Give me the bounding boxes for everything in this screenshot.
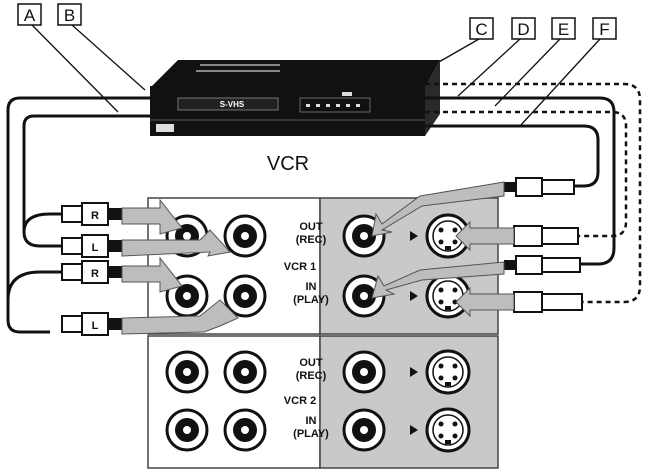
svg-text:IN: IN [306,415,317,427]
right-svideo-plug-bottom [513,291,583,313]
svg-text:(REC): (REC) [296,370,327,382]
right-plugs [504,177,583,313]
vcr1-group-label: VCR 1 [284,261,316,273]
plug-r-bottom: R [61,260,122,284]
svg-text:B: B [64,6,75,25]
svg-text:C: C [475,20,487,39]
plug-l-bottom: L [61,312,122,336]
callout-a: A [17,3,42,26]
svg-text:(PLAY): (PLAY) [293,428,329,440]
svg-text:L: L [92,242,99,254]
svg-text:(REC): (REC) [296,234,327,246]
vcr-label: VCR [267,153,309,175]
vcr-badge: S-VHS [220,100,245,109]
vcr-device: S-VHS [150,60,440,136]
plug-l-top: L [61,234,122,258]
right-rca-plug-bottom [504,255,581,275]
vcr2-group-label: VCR 2 [284,395,316,407]
callout-c: C [469,17,494,40]
vcr2-labels: OUT (REC) VCR 2 IN (PLAY) [284,357,329,440]
right-svideo-plug-top [513,225,579,247]
vcr1-labels: OUT (REC) VCR 1 IN (PLAY) [284,221,329,306]
arrow-markers [410,231,418,435]
svg-text:IN: IN [306,281,317,293]
svg-text:R: R [91,268,99,280]
svg-text:D: D [517,20,529,39]
right-rca-plug-top [504,177,575,197]
callout-e: E [551,17,576,40]
svg-text:A: A [24,6,36,25]
insertion-arrows [121,181,515,335]
callout-f: F [592,17,617,40]
svg-text:OUT: OUT [299,221,323,233]
svg-text:E: E [558,20,569,39]
svg-text:R: R [91,210,99,222]
svg-text:(PLAY): (PLAY) [293,294,329,306]
left-rca-plugs: R L R L [61,202,122,336]
svg-text:F: F [599,20,609,39]
plug-r-top: R [61,202,122,226]
svg-text:OUT: OUT [299,357,323,369]
cables-solid [6,96,616,334]
svg-text:L: L [92,320,99,332]
cables-dashed [425,82,642,304]
callout-b: B [57,3,82,26]
callout-d: D [511,17,536,40]
